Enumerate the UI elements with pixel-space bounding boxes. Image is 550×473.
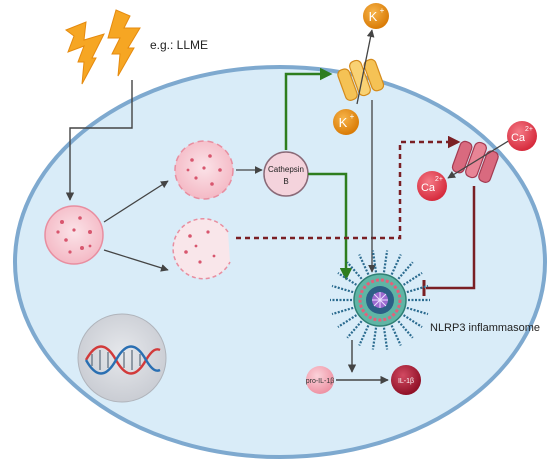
ca-ion-outside: Ca 2+ [507,121,537,151]
cathepsin-label-line1: Cathepsin [268,165,304,174]
ruptured-lysosome [172,218,231,280]
nlrp3-label: NLRP3 inflammasome [430,322,541,334]
arrow-to-ruptured-lysosome [103,249,169,272]
svg-text:2+: 2+ [525,126,533,133]
k-ion-outside: K + [363,3,389,29]
ca-influx-arrow [447,139,511,179]
arrow-to-damaged-lysosome [103,180,169,223]
nlrp3-spike [382,327,389,350]
svg-text:K: K [339,115,348,130]
nlrp3-spike [390,254,402,275]
nlrp3-spike [402,314,423,328]
ca-ion-inside: Ca 2+ [417,171,447,201]
lightning-icon [64,9,141,85]
nlrp3-spike [331,284,354,294]
svg-text:2+: 2+ [435,176,443,183]
il1b: IL-1β [391,365,421,395]
nlrp3-spike [337,314,358,328]
pro-il1b: pro-IL-1β [306,366,335,394]
ca-channel [451,140,499,183]
nlrp3-spike [382,250,389,273]
k-efflux-arrow [356,29,375,105]
svg-text:K: K [369,9,378,24]
nlrp3-spike [346,320,363,339]
svg-text:Ca: Ca [511,132,526,144]
nlrp3-spike [397,261,414,280]
svg-text:Ca: Ca [421,182,436,194]
nlrp3-spike [406,284,429,294]
green-arrow-to-nlrp3 [308,172,353,281]
k-ion-inside: K + [333,109,359,135]
dashed-arrow-to-ca-channel [236,135,461,240]
stimulus-label: e.g.: LLME [150,38,209,52]
cell-membrane [13,65,547,459]
nlrp3-spike [397,320,414,339]
nlrp3-spike [371,327,378,350]
green-arrow-to-k-channel [284,67,333,150]
nlrp3-spike [358,254,370,275]
dna-icon [84,345,161,375]
intact-lysosome [44,205,104,265]
svg-text:+: + [350,112,355,121]
nucleus [77,313,167,403]
k-channel [337,58,385,101]
nlrp3-spike [331,306,354,316]
il1b-label: IL-1β [398,378,414,385]
nlrp3-spike [371,250,378,273]
leaky-lysosome [174,140,234,200]
nlrp3-inflammasome [330,250,430,350]
stimulus-arrow [65,80,133,201]
nlrp3-spike [406,306,429,316]
cathepsin-label-line2: B [283,177,288,186]
nlrp3-spike [337,272,358,286]
nlrp3-spike [358,325,370,346]
cathepsin-b: Cathepsin B [263,151,309,197]
nlrp3-spike [346,261,363,280]
nlrp3-spike [402,272,423,286]
pro-il1b-label: pro-IL-1β [306,378,335,385]
svg-text:+: + [380,6,385,15]
nlrp3-spike [390,325,402,346]
ca-inhibition-line [426,186,476,290]
